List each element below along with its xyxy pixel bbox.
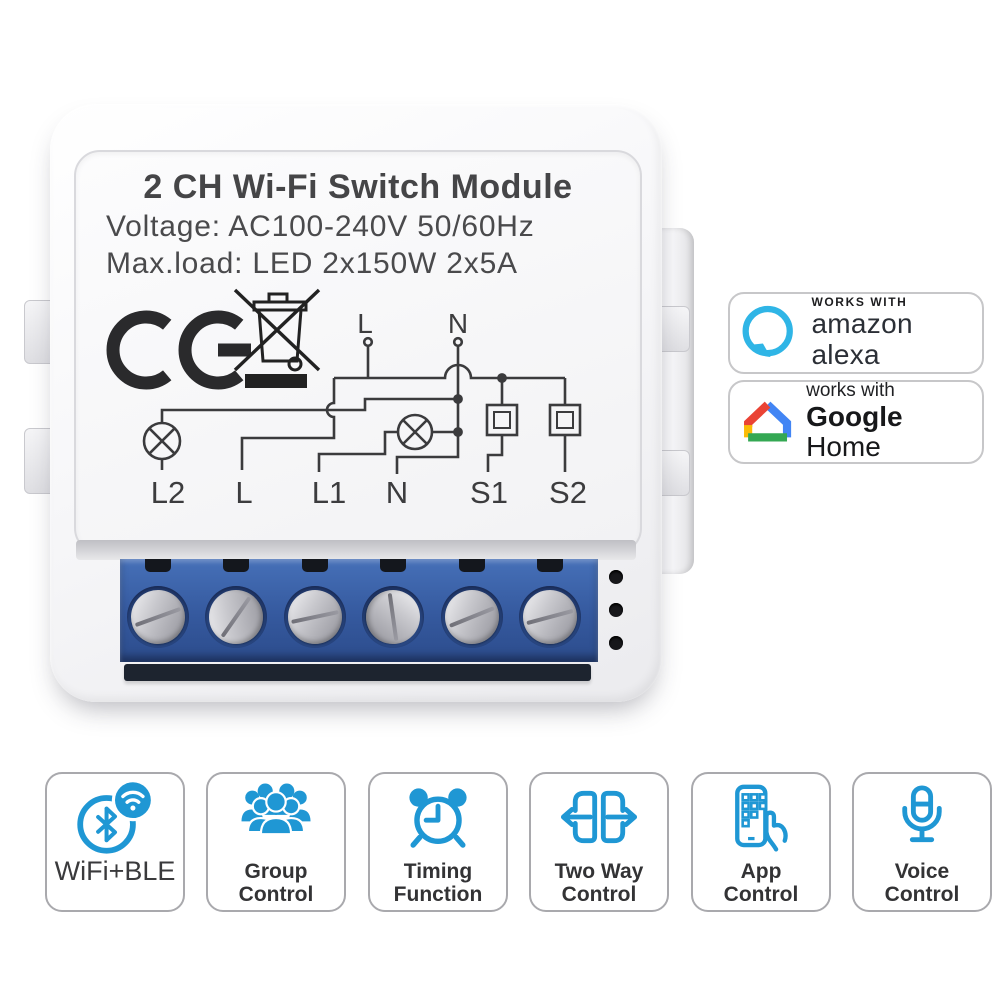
works-with-alexa-badge: WORKS WITH amazon alexa [728, 292, 984, 374]
wifi-bluetooth-icon [77, 779, 154, 854]
max-load-spec: Max.load: LED 2x150W 2x5A [106, 247, 518, 280]
wire-slot [380, 559, 406, 572]
alexa-works-with-label: WORKS WITH [811, 294, 908, 309]
printed-front-panel: 2 CH Wi-Fi Switch Module Voltage: AC100-… [74, 150, 642, 554]
feature-label: Voice [894, 860, 950, 883]
wire-slot [537, 559, 563, 572]
switch-module-device: 2 CH Wi-Fi Switch Module Voltage: AC100-… [50, 104, 662, 702]
terminal-label-l: L [235, 475, 252, 510]
ce-mark-icon [106, 310, 251, 390]
wire-slot [145, 559, 171, 572]
weee-bin-icon [233, 288, 321, 388]
google-home-brand-label: Google Home [806, 400, 903, 463]
alexa-circle-icon [742, 305, 793, 357]
feature-label: App [740, 860, 782, 883]
feature-label: Timing [403, 860, 473, 883]
mounting-hole [609, 636, 623, 650]
works-with-google-home-badge: works with Google Home [728, 380, 984, 464]
terminal-screw [198, 579, 274, 655]
feature-label: Two Way [554, 860, 644, 883]
microphone-icon [902, 785, 942, 843]
terminal-label-l2: L2 [151, 475, 185, 510]
wire-entry-slot [124, 664, 591, 681]
wire-slot [302, 559, 328, 572]
google-home-house-icon [744, 401, 792, 442]
mounting-hole [609, 570, 623, 584]
alarm-clock-icon [409, 788, 467, 848]
terminal-recess [76, 540, 636, 560]
wiring-diagram: L N L2 L L1 N S1 S2 [106, 288, 587, 510]
feature-label: Group [244, 860, 308, 883]
top-terminal-label-l: L [357, 308, 373, 339]
google-works-with-label: works with [806, 379, 895, 401]
phone-hand-icon [735, 784, 788, 852]
terminal-label-s1: S1 [470, 475, 508, 510]
feature-label: WiFi+BLE [54, 856, 176, 886]
terminal-block [120, 559, 598, 662]
terminal-screw [436, 581, 508, 653]
terminal-screw [516, 583, 584, 651]
mounting-hole [609, 603, 623, 617]
two-way-arrows-icon [560, 790, 638, 844]
terminal-label-s2: S2 [549, 475, 587, 510]
alexa-brand-label: amazon alexa [811, 307, 913, 370]
group-people-icon [241, 783, 311, 836]
terminal-screw [123, 582, 193, 652]
wire-slot [223, 559, 249, 572]
terminal-label-n: N [386, 475, 408, 510]
wire-slot [459, 559, 485, 572]
voltage-spec: Voltage: AC100-240V 50/60Hz [106, 210, 535, 243]
terminal-label-l1: L1 [312, 475, 346, 510]
product-title: 2 CH Wi-Fi Switch Module [143, 168, 573, 206]
feature-card-wifi-ble: WiFi+BLE [45, 772, 185, 912]
wiring-lines [142, 336, 582, 474]
top-terminal-label-n: N [448, 308, 468, 339]
